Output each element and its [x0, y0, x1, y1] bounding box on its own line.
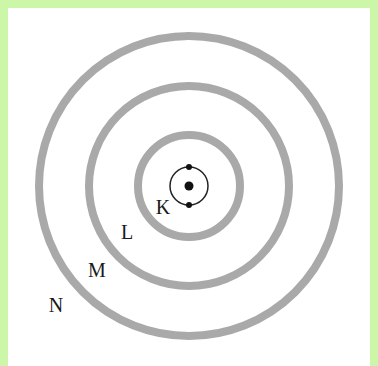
shell-ring — [89, 86, 289, 286]
shell-ring — [138, 135, 240, 237]
shell-ring — [39, 36, 339, 336]
frame-right — [370, 0, 378, 366]
nucleus — [185, 182, 194, 191]
electron-orbit — [170, 167, 208, 205]
shell-label: N — [49, 295, 63, 315]
shell-label: M — [88, 260, 106, 280]
shell-label: K — [156, 197, 170, 217]
electron — [186, 164, 192, 170]
electron — [186, 202, 192, 208]
frame-top — [0, 0, 378, 8]
frame-left — [0, 0, 8, 366]
shell-label: L — [121, 222, 133, 242]
